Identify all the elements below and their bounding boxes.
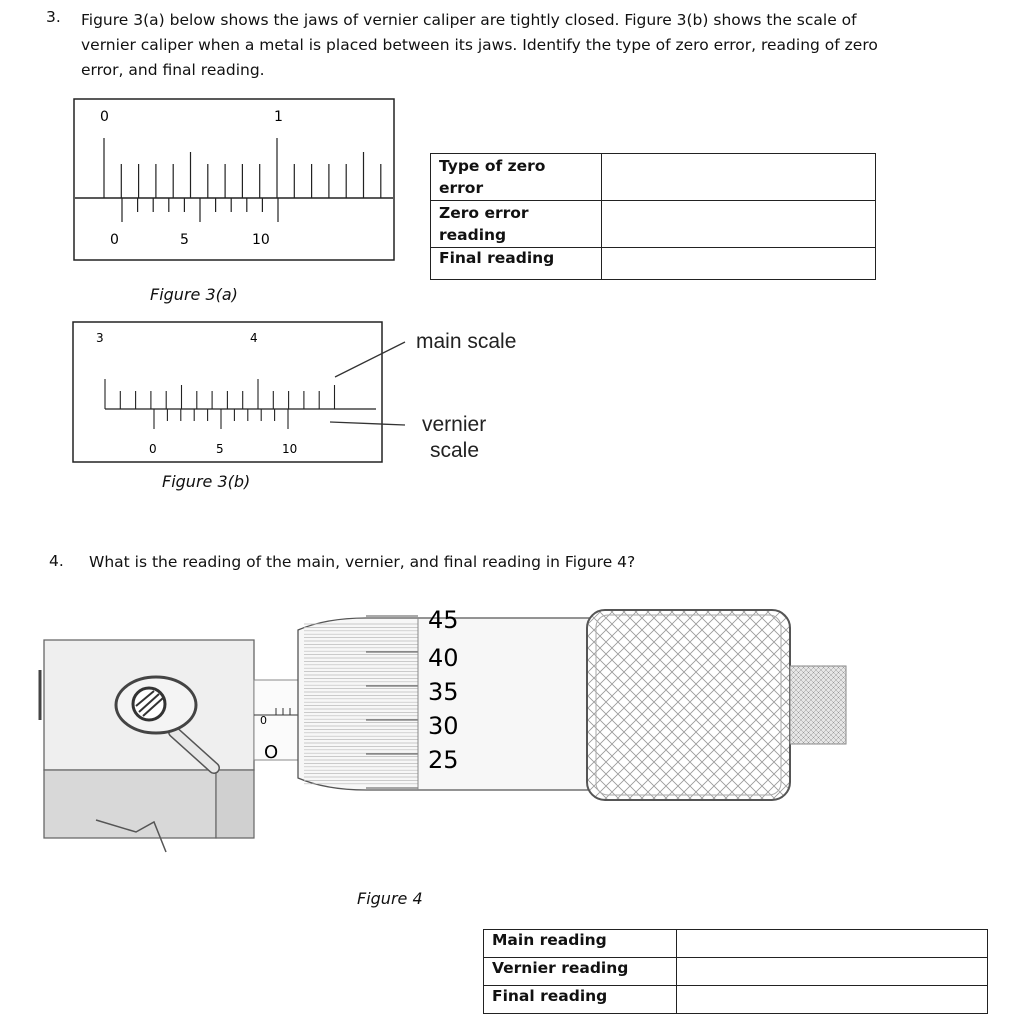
figure-3b-leader-lines [330, 341, 406, 426]
vernier-label-0: 0 [110, 232, 119, 248]
ratchet-knob [586, 609, 791, 801]
q4-answer-final[interactable] [676, 985, 988, 1014]
main-label-0: 0 [100, 109, 109, 125]
figure-3b-caliper: 3 4 0 5 10 [72, 321, 383, 463]
ratchet-end [789, 665, 847, 745]
thimble-label-25: 25 [428, 746, 459, 774]
main-scale-ticks [104, 379, 336, 409]
vernier-label-0: 0 [149, 442, 157, 456]
thimble-label-40: 40 [428, 644, 459, 672]
vernier-scale-label-line2: scale [430, 439, 480, 462]
thimble-label-30: 30 [428, 712, 459, 740]
vernier-scale-ticks [153, 409, 289, 429]
thimble-label-45: 45 [428, 606, 459, 634]
vernier-label-5: 5 [180, 232, 189, 248]
figure-3b-caption: Figure 3(b) [162, 472, 251, 491]
vernier-scale-ticks [121, 198, 279, 222]
vernier-label-5: 5 [216, 442, 224, 456]
q4-row-vernier-label: Vernier reading [483, 957, 677, 986]
q4-answer-main[interactable] [676, 929, 988, 958]
lock-lever [114, 675, 220, 774]
thimble-major-lines [366, 615, 418, 789]
q4-row-final-label: Final reading [483, 985, 677, 1014]
question-4-text: What is the reading of the main, vernier… [89, 553, 636, 571]
q4-answer-table: Main reading Vernier reading Final readi… [483, 929, 988, 1014]
main-label-3: 3 [96, 331, 104, 345]
q4-answer-vernier[interactable] [676, 957, 988, 986]
figure-3a-caliper: 0 1 0 5 10 [73, 98, 395, 261]
main-scale-label: main scale [416, 330, 517, 353]
question-3-number: 3. [46, 8, 61, 26]
vernier-scale-label-line1: vernier [422, 413, 487, 436]
main-label-4: 4 [250, 331, 258, 345]
q3-answer-zero[interactable] [601, 200, 876, 248]
q3-answer-type[interactable] [601, 153, 876, 201]
q3-answer-final[interactable] [601, 247, 876, 280]
sleeve-zero-small: 0 [260, 714, 267, 727]
main-label-1: 1 [274, 109, 283, 125]
frame-lower [43, 769, 217, 839]
q3-row-final-label: Final reading [430, 247, 602, 280]
vernier-label-10: 10 [282, 442, 297, 456]
thimble-label-35: 35 [428, 678, 459, 706]
sleeve-zero-large: O [264, 742, 278, 763]
vernier-label-10: 10 [252, 232, 270, 248]
figure-4-micrometer: 0 O 45 40 35 30 25 [38, 606, 847, 853]
thimble-graduation-lines [304, 623, 418, 785]
question-3-text: Figure 3(a) below shows the jaws of vern… [81, 11, 878, 79]
main-scale-ticks [103, 138, 382, 198]
question-4-number: 4. [49, 552, 64, 570]
figure-4-caption: Figure 4 [357, 889, 423, 908]
q4-row-main-label: Main reading [483, 929, 677, 958]
figure-3a-caption: Figure 3(a) [150, 285, 238, 304]
sleeve-ticks [275, 708, 291, 715]
